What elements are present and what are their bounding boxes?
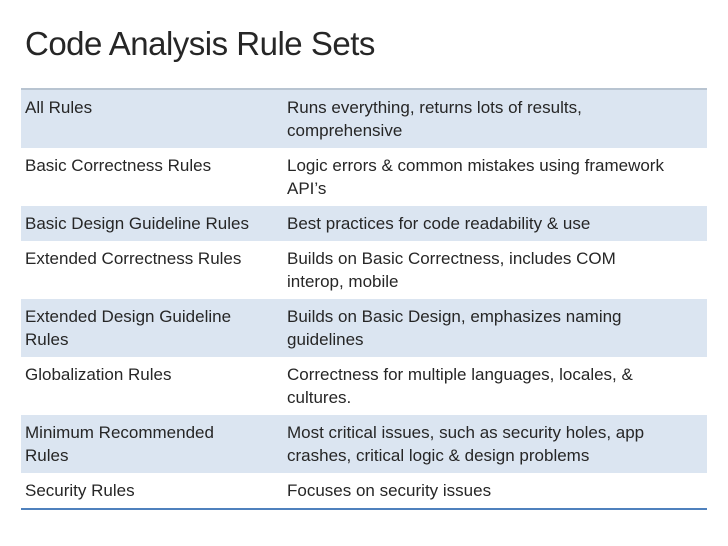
table-row: Basic Design Guideline Rules Best practic…	[21, 206, 707, 241]
description-cell: Focuses on security issues	[287, 481, 492, 500]
table-row: Extended Correctness Rules Builds on Basi…	[21, 241, 707, 299]
description-cell: Best practices for code readability & us…	[287, 214, 591, 233]
description-cell: Builds on Basic Correctness, includes CO…	[287, 249, 616, 291]
rule-set-cell: Extended Design Guideline Rules	[25, 307, 232, 349]
rule-set-cell: Basic Design Guideline Rules	[25, 214, 249, 233]
rule-set-cell: All Rules	[25, 98, 93, 117]
rule-set-cell: Globalization Rules	[25, 365, 172, 384]
description-cell: Runs everything, returns lots of results…	[287, 98, 582, 140]
rule-set-cell: Security Rules	[25, 481, 135, 500]
rule-set-cell: Extended Correctness Rules	[25, 249, 242, 268]
table-row: Globalization Rules Correctness for multi…	[21, 357, 707, 415]
description-cell: Logic errors & common mistakes using fra…	[287, 156, 664, 198]
table-row: All Rules Runs everything, returns lots o…	[21, 90, 707, 148]
slide-title: Code Analysis Rule Sets	[25, 25, 375, 62]
rule-set-cell: Basic Correctness Rules	[25, 156, 212, 175]
description-cell: Most critical issues, such as security h…	[287, 423, 645, 465]
description-cell: Builds on Basic Design, emphasizes namin…	[287, 307, 622, 349]
rule-set-cell: Minimum Recommended Rules	[25, 423, 214, 465]
table-row: Basic Correctness Rules Logic errors & co…	[21, 148, 707, 206]
rule-sets-table: All Rules Runs everything, returns lots o…	[21, 88, 707, 510]
table-row: Extended Design Guideline Rules Builds on…	[21, 299, 707, 357]
table-row: Security Rules Focuses on security issues	[21, 473, 707, 508]
table-row: Minimum Recommended Rules Most critical i…	[21, 415, 707, 473]
description-cell: Correctness for multiple languages, loca…	[287, 365, 633, 407]
